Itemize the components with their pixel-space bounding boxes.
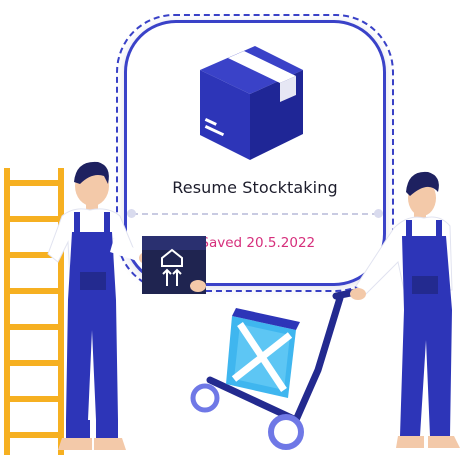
card-outline bbox=[116, 14, 394, 292]
card-notch-right bbox=[374, 209, 383, 218]
card-divider bbox=[132, 213, 378, 215]
card-title[interactable]: Resume Stocktaking bbox=[172, 178, 338, 197]
card-notch-left bbox=[127, 209, 136, 218]
